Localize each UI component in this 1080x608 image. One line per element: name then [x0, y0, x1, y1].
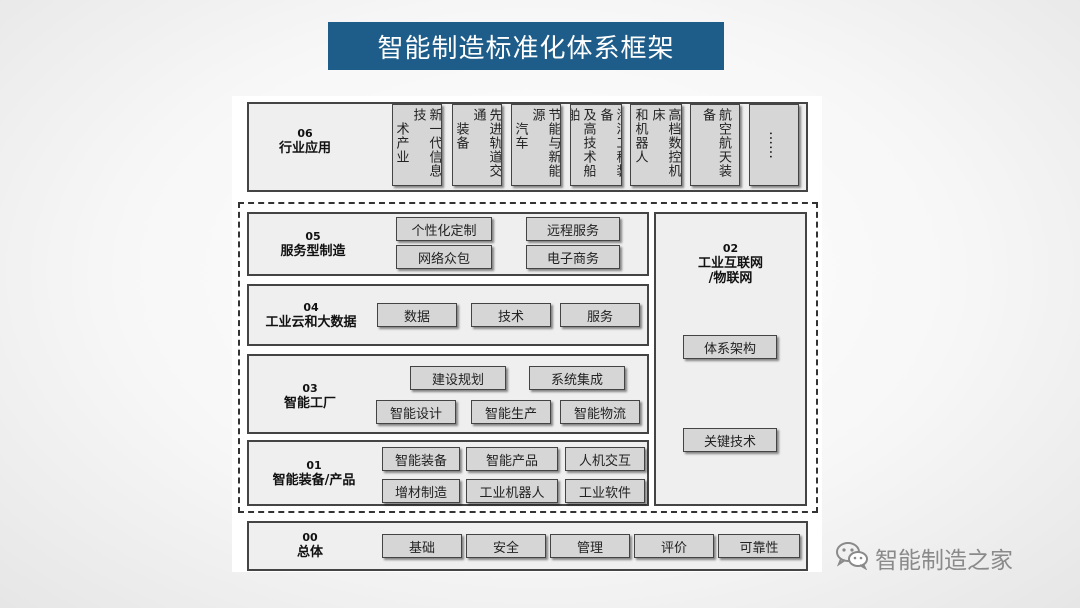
item-crowdsourcing: 网络众包 [396, 245, 492, 269]
industry-text: 海洋工程装备 [597, 108, 622, 178]
layer-06-code: 06 [297, 127, 313, 140]
item-construction-planning: 建设规划 [410, 366, 506, 390]
layer-03-name: 智能工厂 [283, 396, 336, 411]
industry-text: 高档数控机床 [649, 108, 681, 178]
item-smart-logistics: 智能物流 [560, 400, 640, 424]
layer-00-label: 00 总体 [255, 530, 365, 560]
layer-00-code: 00 [302, 531, 318, 544]
industry-box-3: 节能与新能源 汽车 [511, 104, 561, 186]
industry-box-6: 航空航天装备 [690, 104, 740, 186]
item-smart-production: 智能生产 [471, 400, 551, 424]
layer-03-label: 03 智能工厂 [255, 381, 365, 411]
industry-text: 和机器人 [632, 108, 648, 164]
item-remote-service: 远程服务 [526, 217, 620, 241]
industry-text: 新一代信息技 [410, 108, 442, 178]
industry-text: 节能与新能源 [529, 108, 561, 178]
layer-00-name: 总体 [296, 545, 323, 560]
item-personalized-customization: 个性化定制 [396, 217, 492, 241]
layer-02-code: 02 [722, 242, 739, 255]
item-e-commerce: 电子商务 [526, 245, 620, 269]
industry-box-4: 海洋工程装备 及高技术船舶 [570, 104, 622, 186]
item-key-technology: 关键技术 [683, 428, 777, 452]
item-foundation: 基础 [382, 534, 462, 558]
layer-02-label: 02 工业互联网 /物联网 [655, 241, 806, 286]
page-title: 智能制造标准化体系框架 [328, 22, 724, 70]
item-industrial-robot: 工业机器人 [466, 479, 558, 503]
industry-box-5: 高档数控机床 和机器人 [630, 104, 682, 186]
item-data: 数据 [377, 303, 457, 327]
item-safety: 安全 [466, 534, 546, 558]
layer-01-name: 智能装备/产品 [272, 473, 356, 488]
item-human-machine-interaction: 人机交互 [565, 447, 645, 471]
item-additive-manufacturing: 增材制造 [382, 479, 460, 503]
dashed-group-border [238, 202, 818, 513]
item-system-architecture: 体系架构 [683, 335, 777, 359]
layer-01-label: 01 智能装备/产品 [252, 458, 376, 488]
layer-04-name: 工业云和大数据 [265, 315, 357, 330]
item-smart-product: 智能产品 [466, 447, 558, 471]
item-technology: 技术 [471, 303, 551, 327]
industry-box-2: 先进轨道交通 装备 [452, 104, 502, 186]
layer-05-name: 服务型制造 [280, 244, 346, 259]
layer-04-label: 04 工业云和大数据 [250, 300, 372, 330]
industry-text: 术产业 [393, 122, 409, 164]
item-industrial-software: 工业软件 [565, 479, 645, 503]
layer-05-label: 05 服务型制造 [255, 229, 371, 259]
industry-text: 汽车 [512, 122, 528, 150]
industry-text: 装备 [453, 122, 469, 150]
item-smart-equipment: 智能装备 [382, 447, 460, 471]
wechat-icon [835, 540, 869, 576]
watermark-text: 智能制造之家 [875, 548, 1013, 574]
industry-text: 先进轨道交通 [470, 108, 502, 178]
layer-06-label: 06 行业应用 [255, 126, 355, 156]
item-smart-design: 智能设计 [376, 400, 456, 424]
item-management: 管理 [550, 534, 630, 558]
industry-text: 航空航天装备 [700, 108, 731, 178]
layer-00-panel [247, 521, 808, 571]
item-evaluation: 评价 [634, 534, 714, 558]
item-service: 服务 [560, 303, 640, 327]
industry-text: 及高技术船舶 [570, 108, 596, 178]
layer-03-code: 03 [302, 382, 318, 395]
layer-05-code: 05 [305, 230, 321, 243]
layer-02-panel [654, 212, 807, 506]
layer-04-code: 04 [303, 301, 319, 314]
layer-02-name-line1: 工业互联网 [697, 256, 763, 271]
industry-box-1: 新一代信息技 术产业 [392, 104, 442, 186]
layer-02-name-line2: /物联网 [708, 271, 753, 286]
ellipsis-text: …… [766, 131, 782, 159]
watermark: 智能制造之家 [835, 540, 1013, 576]
item-reliability: 可靠性 [718, 534, 800, 558]
layer-01-code: 01 [306, 459, 322, 472]
layer-06-name: 行业应用 [278, 141, 331, 156]
item-system-integration: 系统集成 [529, 366, 625, 390]
more-industries-box: …… [749, 104, 799, 186]
